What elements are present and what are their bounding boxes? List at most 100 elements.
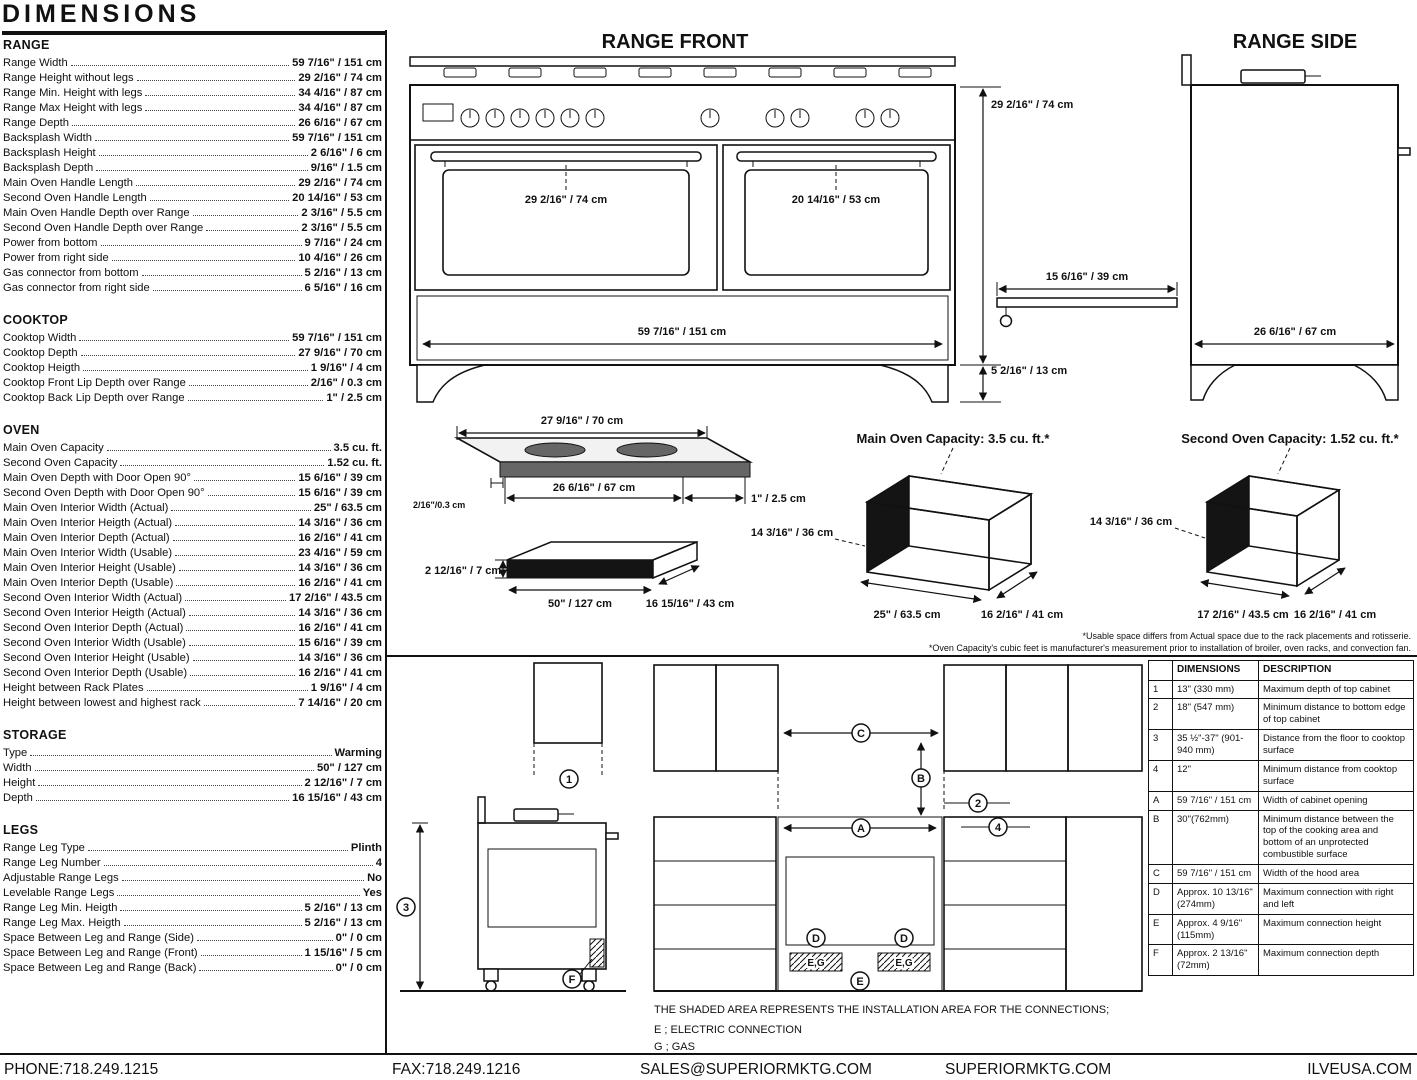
base-cabinet-left: [653, 816, 777, 992]
spec-value: 2 3/16" / 5.5 cm: [301, 222, 382, 234]
dotted-leader: [103, 865, 373, 866]
spec-label: Height between lowest and highest rack: [3, 697, 201, 709]
spec-value: 2 3/16" / 5.5 cm: [301, 207, 382, 219]
table-header-ref: [1148, 660, 1173, 681]
spec-value: 23 4/16" / 59 cm: [298, 547, 382, 559]
table-cell-ref: E: [1148, 913, 1173, 946]
dotted-leader: [172, 540, 296, 541]
cooktop-detail-diagram: 27 9/16" / 70 cm 2/16"/0.3 cm 26 6/16" /…: [413, 415, 806, 510]
leg-height-label: 5 2/16" / 13 cm: [991, 365, 1067, 377]
spec-label: Main Oven Interior Height (Usable): [3, 562, 176, 574]
spec-label: Main Oven Interior Heigth (Actual): [3, 517, 173, 529]
spec-value: 16 2/16" / 41 cm: [298, 622, 382, 634]
spec-section-heading: OVEN: [3, 423, 40, 437]
table-cell-description: Maximum depth of top cabinet: [1258, 679, 1414, 700]
table-cell-description: Maximum connection with right and left: [1258, 882, 1414, 915]
callout-4: 4: [961, 817, 1030, 837]
main-oven-capacity-title: Main Oven Capacity: 3.5 cu. ft.*: [857, 431, 1051, 446]
spec-label: Cooktop Front Lip Depth over Range: [3, 377, 186, 389]
spec-section-heading: STORAGE: [3, 728, 67, 742]
page-title: DIMENSIONS: [2, 0, 385, 35]
horizontal-divider: [386, 655, 1417, 657]
spec-value: 3.5 cu. ft.: [333, 442, 383, 454]
spec-label: Main Oven Handle Depth over Range: [3, 207, 190, 219]
dotted-leader: [117, 895, 360, 896]
callout-d-right: D: [894, 928, 914, 948]
installation-svg: 1 F: [396, 662, 1143, 1053]
callout-a: A: [783, 818, 937, 838]
spec-value: 14 3/16" / 36 cm: [298, 562, 382, 574]
dotted-leader: [206, 230, 299, 231]
dotted-leader: [120, 465, 325, 466]
pot: [513, 808, 559, 822]
base-cabinet-far-right: [1065, 816, 1143, 992]
spec-value: 15 6/16" / 39 cm: [298, 637, 382, 649]
spec-label: Second Oven Interior Heigth (Actual): [3, 607, 186, 619]
cooktop-width-label: 27 9/16" / 70 cm: [541, 415, 623, 427]
dotted-leader: [34, 770, 314, 771]
spec-row: Space Between Leg and Range (Back)0" / 0…: [3, 961, 382, 976]
range-side-diagram: RANGE SIDE 26 6/16" / 67 cm: [1181, 31, 1411, 401]
spec-label: Backsplash Width: [3, 132, 92, 144]
main-oven-interior-left: [866, 475, 910, 573]
legend-gas: G ; GAS: [654, 1041, 695, 1053]
table-cell-description: Minimum distance from cooktop surface: [1258, 759, 1414, 792]
spec-row: Second Oven Interior Depth (Actual)16 2/…: [3, 621, 382, 636]
spec-label: Main Oven Capacity: [3, 442, 104, 454]
footer-fax: FAX:718.249.1216: [392, 1061, 521, 1078]
handle-profile: [1397, 147, 1411, 156]
range-side-body: [1190, 84, 1399, 366]
spec-label: Power from bottom: [3, 237, 98, 249]
table-cell-description: Distance from the floor to cooktop surfa…: [1258, 729, 1414, 761]
installation-note: THE SHADED AREA REPRESENTS THE INSTALLAT…: [654, 1004, 1109, 1016]
spec-label: Second Oven Interior Height (Usable): [3, 652, 190, 664]
table-cell-ref: B: [1148, 809, 1173, 865]
height-dimension: 29 2/16" / 74 cm: [960, 86, 1073, 366]
spec-row: Main Oven Interior Height (Usable) 14 3/1…: [3, 561, 382, 576]
spec-label: Power from right side: [3, 252, 109, 264]
dotted-leader: [100, 245, 302, 246]
spec-value: 1.52 cu. ft.: [327, 457, 382, 469]
installation-front-view: C B 2 4: [653, 664, 1143, 992]
spec-label: Width: [3, 762, 32, 774]
dotted-leader: [188, 385, 308, 386]
spec-label: Main Oven Interior Width (Usable): [3, 547, 173, 559]
upper-cabinet: [1067, 664, 1143, 772]
table-cell-dimensions: Approx. 2 13/16" (72mm): [1172, 944, 1259, 977]
callout-2: 2: [944, 793, 1010, 813]
spec-row: Height between lowest and highest rack 7 …: [3, 696, 382, 711]
top-diagrams-svg: RANGE FRONT: [409, 31, 1411, 653]
spec-label: Gas connector from right side: [3, 282, 150, 294]
vertical-divider: [385, 30, 387, 1053]
callout-b: B: [911, 742, 931, 816]
table-cell-dimensions: 35 ½"-37" (901-940 mm): [1172, 729, 1259, 761]
table-cell-description: Maximum connection height: [1258, 913, 1414, 946]
main-oven-depth-label: 16 2/16" / 41 cm: [981, 609, 1063, 621]
table-cell-dimensions: 30"(762mm): [1172, 809, 1259, 865]
range-profile: [477, 822, 607, 970]
spec-value: 1 15/16" / 5 cm: [304, 947, 382, 959]
callout-c: C: [783, 723, 939, 743]
table-cell-ref: C: [1148, 864, 1173, 884]
spec-row: Main Oven Capacity 3.5 cu. ft.: [3, 441, 382, 456]
table-cell-description: Minimum distance to bottom edge of top c…: [1258, 698, 1414, 731]
svg-text:C: C: [857, 728, 865, 740]
spec-label: Second Oven Capacity: [3, 457, 118, 469]
spec-value: 10 4/16" / 26 cm: [298, 252, 382, 264]
upper-cabinet: [653, 664, 717, 772]
footnote-2: *Oven Capacity's cubic feet is manufactu…: [929, 643, 1411, 653]
spec-label: Second Oven Interior Depth (Usable): [3, 667, 188, 679]
legend-electric: E ; ELECTRIC CONNECTION: [654, 1024, 802, 1036]
svg-text:F: F: [569, 974, 576, 986]
spec-value: 7 14/16" / 20 cm: [298, 697, 382, 709]
spec-value: 16 2/16" / 41 cm: [298, 667, 382, 679]
